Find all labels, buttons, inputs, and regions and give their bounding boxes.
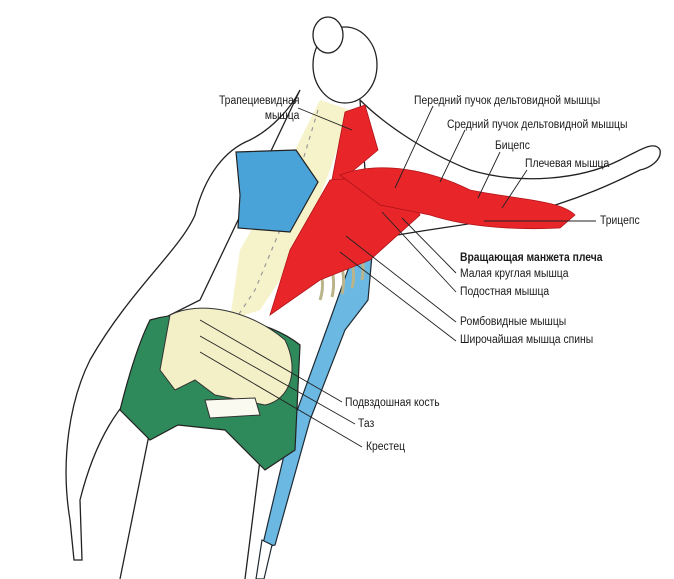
label-rhomboids: Ромбовидные мышцы: [460, 316, 567, 328]
label-pelvis: Таз: [358, 418, 375, 430]
deltoid-arm-muscles: [339, 167, 576, 230]
label-triceps: Трицепс: [600, 215, 640, 227]
label-trapezius-line1: Трапециевидная: [218, 95, 299, 107]
label-ilium: Подвздошная кость: [345, 397, 440, 409]
chair: [255, 249, 373, 579]
trapezius-muscle: [329, 104, 379, 192]
label-middle-deltoid: Средний пучок дельтовидной мышцы: [447, 119, 628, 131]
label-teres-minor: Малая круглая мышца: [460, 268, 569, 280]
leader-lines: [199, 105, 596, 448]
sports-top: [235, 149, 319, 233]
label-trapezius-line2: мышца: [264, 110, 299, 122]
label-brachialis: Плечевая мышца: [525, 158, 610, 170]
label-rotator-cuff: Вращающая манжета плеча: [460, 252, 603, 264]
label-anterior-deltoid: Передний пучок дельтовидной мышцы: [414, 95, 601, 107]
pelvis-bones: [159, 307, 293, 419]
muscles: [269, 104, 576, 316]
label-sacrum: Крестец: [366, 441, 406, 453]
label-infraspinatus: Подостная мышца: [460, 286, 550, 298]
label-latissimus: Широчайшая мышца спины: [460, 334, 594, 346]
label-biceps: Бицепс: [495, 140, 530, 152]
